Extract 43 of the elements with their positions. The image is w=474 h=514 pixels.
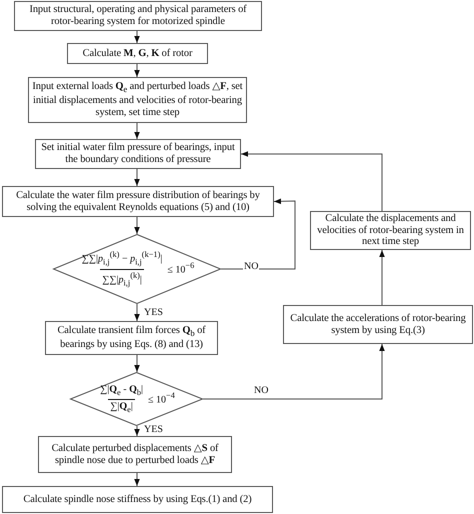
formula-condition: ≤ 10$^{−6}$ [167,261,194,277]
process-box [2,186,274,217]
arrow [134,304,140,322]
arrow [134,426,140,436]
process-box [2,486,273,513]
step-text: Input external loads Q$_{e}$ and perturbed loads △F, set initial displacements and velocities of rotor-bearing system, set time step [32,81,243,119]
step-text: Set initial water film pressure of bearings, input the boundary conditions of pressure [40,142,236,166]
arrow [202,344,385,400]
formula-denominator: ∑∑|p$_{i,j}$$^{(k)}$| [100,268,144,288]
step-text: Calculate spindle nose stiffness by using Eqs.(1) and (2) [23,494,252,506]
step-text: Calculate transient film forces Q$_{b}$ of bearings by using Eqs. (8) and (13) [56,325,207,351]
formula-condition: ≤ 10$^{−4}$ [148,391,175,407]
arrow [134,122,140,140]
edge-label: NO [243,262,260,272]
formula-numerator: ∑∑|p$_{i,j}$$^{(k)}$ − p$_{i,j}$$^{(k−1)}$| [80,250,164,268]
arrow [134,216,140,234]
process-box [45,321,218,355]
edge-label: YES [143,308,164,318]
step-text: Calculate M, G, K of rotor [82,48,192,60]
decision-diamond [70,372,203,426]
step-text: Input structural, operating and physical parameters of rotor-bearing system for motorized spindle [28,4,248,28]
arrow [379,250,385,306]
process-box [38,436,232,473]
arrow [220,198,296,270]
step-text: Calculate perturbed displacements △S of spindle nose due to perturbed loads △F [50,442,220,466]
arrow [240,151,382,212]
process-box [35,139,241,169]
arrow [134,472,140,486]
edge-label: NO [253,386,270,396]
formula-numerator: ∑|Q$_{e}$ - Q$_{b}$| [99,384,144,398]
step-text: Calculate the water film pressure distribution of bearings by solving the equivalent Reynolds equations (5) and (10) [15,190,261,214]
arrow [134,354,140,372]
step-text: Calculate the displacements and velocities of rotor-bearing system in next time step [316,212,465,248]
process-box [14,1,262,31]
arrow [134,30,140,44]
arrow [134,168,140,186]
arrow [134,64,140,78]
step-text: Calculate the accelerations of rotor-bearing system by using Eq.(3) [289,312,467,336]
process-box [67,43,208,64]
process-box [283,305,473,344]
decision-diamond [53,234,221,304]
formula-denominator: ∑|Q$_{e}$| [108,398,135,414]
edge-label: YES [143,425,164,435]
